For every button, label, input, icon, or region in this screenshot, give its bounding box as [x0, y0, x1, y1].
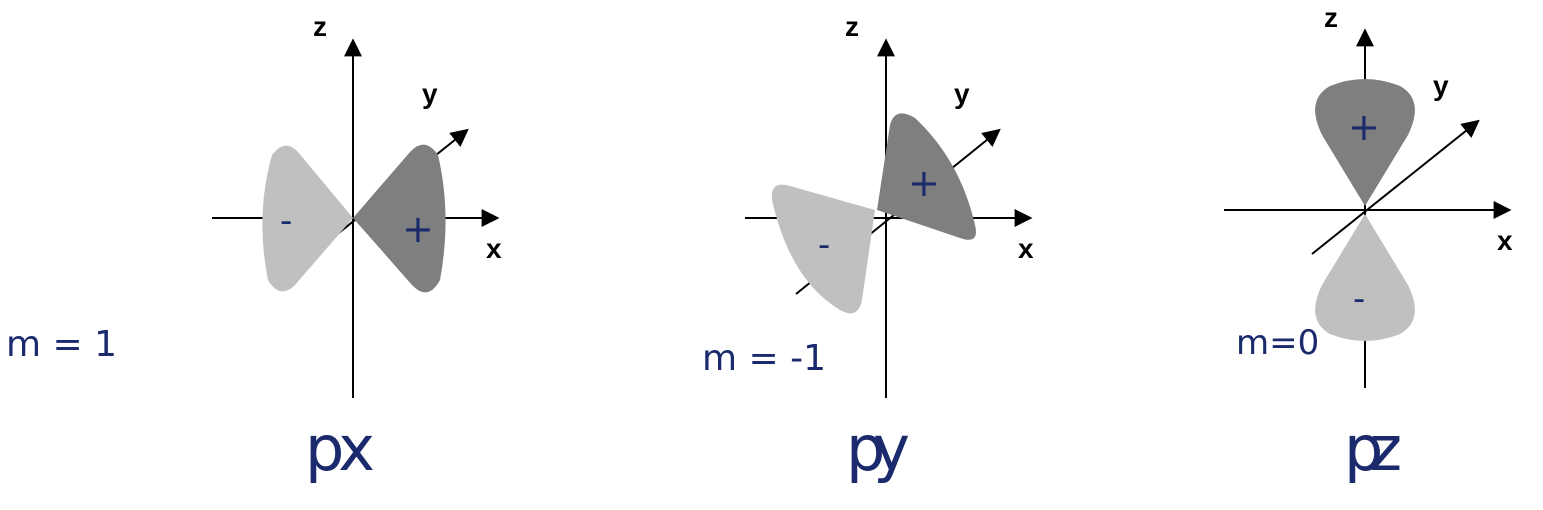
pz-positive-lobe — [1315, 79, 1415, 206]
svg-text:px: px — [305, 412, 375, 485]
pz-y-axis — [1311, 119, 1480, 255]
px-y-label: y — [422, 78, 438, 109]
svg-text:pz: pz — [1344, 412, 1402, 485]
py-x-label: x — [1018, 233, 1034, 264]
px-plus-sign: + — [402, 207, 434, 251]
py-z-label: z — [845, 11, 859, 42]
pz-z-label: z — [1324, 2, 1338, 33]
pz-y-label: y — [1433, 70, 1449, 101]
px-positive-lobe — [353, 144, 446, 293]
pz-negative-lobe — [1315, 214, 1415, 341]
py-name: py — [846, 412, 910, 485]
pz-x-label: x — [1497, 225, 1513, 256]
px-z-label: z — [313, 11, 327, 42]
py-minus-sign: - — [818, 225, 830, 265]
px-m-label: m = 1 — [6, 324, 117, 365]
pz-panel: z y x + - m=0 pz — [1224, 2, 1513, 485]
px-name: px — [305, 412, 375, 485]
pz-m-label: m=0 — [1236, 323, 1319, 363]
py-plus-sign: + — [908, 161, 940, 205]
px-x-label: x — [486, 233, 502, 264]
pz-minus-sign: - — [1353, 279, 1365, 319]
px-negative-lobe — [262, 145, 353, 292]
py-panel: z y x - + m = -1 py — [702, 11, 1034, 485]
py-m-label: m = -1 — [702, 338, 826, 379]
px-minus-sign: - — [280, 201, 292, 241]
svg-text:py: py — [846, 412, 910, 485]
pz-name: pz — [1344, 412, 1402, 485]
px-panel: z y x - + m = 1 px — [6, 11, 502, 485]
py-y-label: y — [954, 78, 970, 109]
pz-plus-sign: + — [1348, 105, 1380, 149]
py-positive-lobe — [877, 113, 976, 240]
py-negative-lobe — [771, 184, 875, 314]
